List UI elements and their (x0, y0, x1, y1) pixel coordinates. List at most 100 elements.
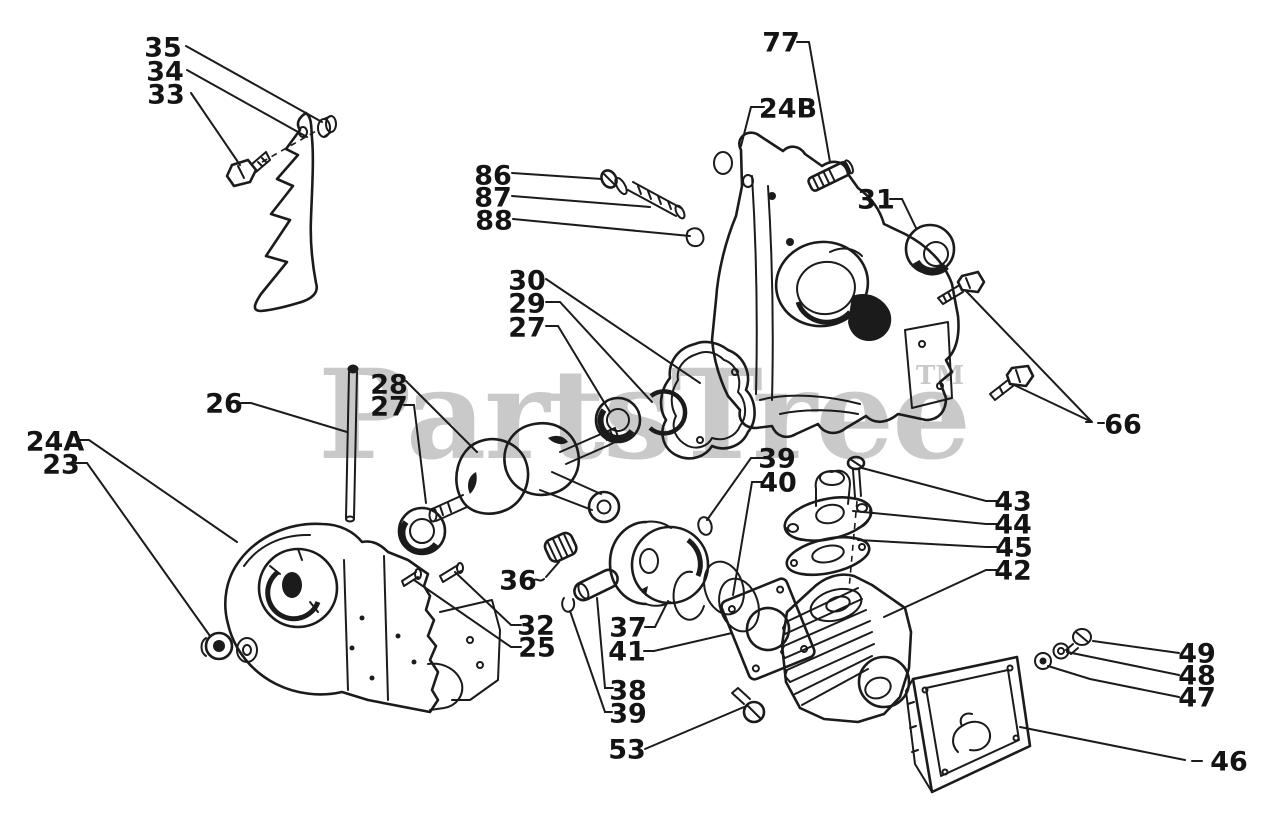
leader-28 (405, 380, 478, 453)
bolt-33 (225, 151, 271, 188)
leader-31 (889, 198, 917, 229)
oring-illustration (697, 516, 713, 536)
bearing-right-illustration (594, 396, 642, 444)
cylinder-illustration (780, 573, 913, 724)
leader-26 (240, 402, 348, 433)
wrist-pin-illustration (573, 568, 619, 602)
muffler-cover-illustration (905, 655, 1032, 794)
leader-39b (569, 610, 613, 713)
callout-30: 30 (508, 266, 546, 297)
callout-39b: 39 (609, 699, 647, 730)
callout-40: 40 (759, 468, 797, 499)
callout-38: 38 (609, 676, 647, 707)
callout-48: 48 (1178, 661, 1216, 692)
screw-53-illustration (731, 687, 766, 724)
leader-42 (883, 569, 998, 618)
callout-24a: 24A (26, 427, 85, 458)
leader-88 (512, 218, 691, 237)
nut-35 (317, 115, 337, 138)
leader-27b (403, 404, 427, 504)
callout-66: 66 (1104, 410, 1142, 441)
leader-46 (1019, 726, 1203, 762)
stud-illustrations (401, 562, 464, 587)
leader-24b (740, 106, 765, 147)
callout-36: 36 (499, 566, 537, 597)
leader-23 (74, 462, 211, 637)
callout-44: 44 (994, 510, 1032, 541)
callout-42: 42 (994, 556, 1032, 587)
leader-39a (706, 457, 764, 521)
callout-28: 28 (370, 370, 408, 401)
leader-25 (413, 579, 522, 648)
callout-32: 32 (517, 611, 555, 642)
leader-29 (545, 301, 653, 403)
callout-labels: 35 34 33 86 87 88 30 29 27 26 28 27 24A … (26, 28, 1248, 778)
leader-77 (796, 41, 831, 163)
callout-53: 53 (608, 735, 646, 766)
muffler-fastener-illustrations (1034, 628, 1092, 670)
callout-31: 31 (857, 185, 895, 216)
leader-86 (511, 172, 603, 180)
crankcase-left-illustration (200, 522, 501, 714)
leader-35 (185, 45, 323, 123)
callout-29: 29 (508, 289, 546, 320)
leader-48 (1066, 651, 1180, 676)
illustrations (200, 111, 1092, 794)
leader-53 (644, 706, 745, 750)
crankcase-gasket-illustration (659, 340, 756, 460)
leader-38 (596, 597, 614, 689)
watermark: PartsTree TM (318, 343, 971, 488)
seal-31-illustration (904, 223, 956, 276)
callout-37: 37 (609, 613, 647, 644)
callout-35: 35 (144, 33, 182, 64)
bolt-axis-dashed-line (261, 129, 319, 163)
bearing-left-illustration (397, 506, 447, 556)
callout-34: 34 (146, 57, 184, 88)
leader-24a (76, 439, 238, 543)
leader-37 (644, 600, 669, 628)
callout-25: 25 (518, 633, 556, 664)
callout-27b: 27 (370, 392, 408, 423)
watermark-text: PartsTree (318, 343, 969, 488)
leader-43 (861, 467, 998, 502)
circlip-illustration (561, 597, 576, 613)
bucking-spike-illustration (225, 111, 337, 313)
leader-40 (732, 481, 765, 596)
callout-43: 43 (994, 487, 1032, 518)
piston-rings-illustration (672, 560, 760, 633)
leader-44 (852, 510, 998, 525)
callout-77: 77 (762, 28, 800, 59)
rod-26-illustration (345, 364, 359, 523)
callout-24b: 24B (759, 94, 817, 125)
leader-34 (186, 69, 308, 138)
leader-87 (511, 195, 651, 208)
leader-32 (454, 571, 522, 626)
intake-illustrations (783, 455, 873, 590)
callout-45: 45 (995, 533, 1033, 564)
leader-47 (1047, 665, 1180, 698)
needle-cage-illustration (543, 531, 578, 563)
callout-47: 47 (1178, 683, 1216, 714)
callout-46: 46 (1210, 747, 1248, 778)
callout-33: 33 (147, 80, 185, 111)
stud-77-illustration (807, 159, 854, 192)
leader-66 (965, 290, 1105, 424)
callout-87: 87 (474, 183, 512, 214)
watermark-tm: TM (916, 361, 964, 391)
piston-illustration (608, 520, 710, 607)
callout-41: 41 (608, 637, 646, 668)
callout-86: 86 (474, 161, 512, 192)
leader-49 (1092, 640, 1180, 654)
leader-36 (532, 561, 560, 582)
leader-lines (74, 41, 1203, 762)
leader-27a (545, 325, 611, 413)
bolts-66-illustration (937, 270, 1035, 401)
callout-39a: 39 (758, 444, 796, 475)
leader-45 (857, 539, 998, 548)
leader-30 (545, 278, 701, 384)
leader-41 (643, 632, 733, 652)
callout-88: 88 (475, 206, 513, 237)
front-fastener-illustrations (600, 169, 705, 248)
